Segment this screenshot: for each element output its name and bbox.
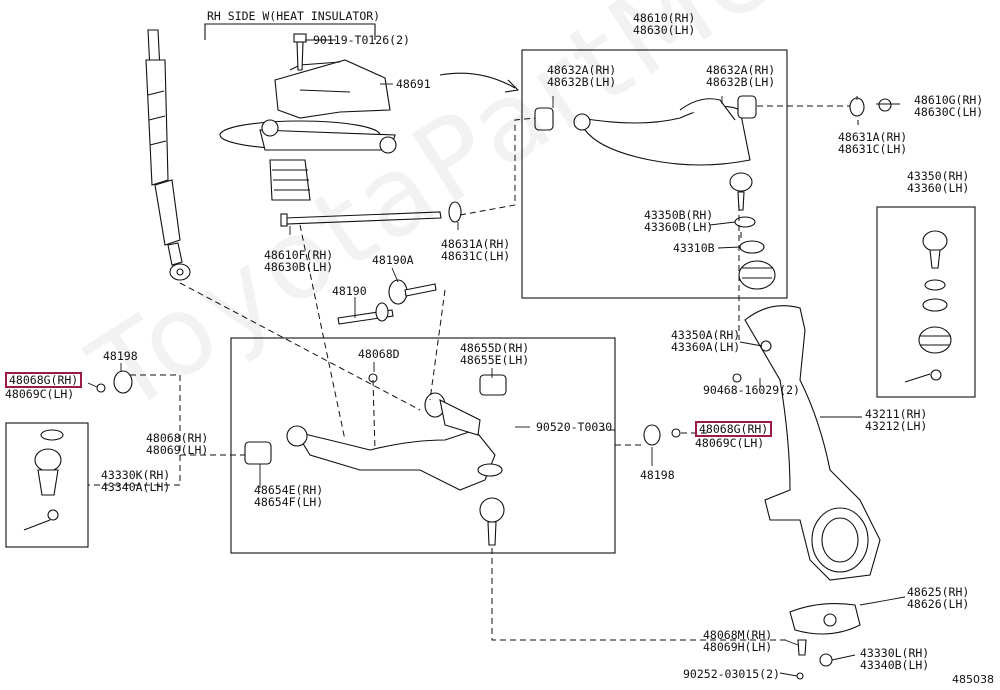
label-90119: 90119-T0126(2) [313, 33, 410, 47]
label-48631a-right: 48631A(RH)48631C(LH) [838, 130, 908, 156]
heat-insulator-group [219, 33, 397, 201]
label-48625: 48625(RH)48626(LH) [907, 585, 970, 611]
note-bracket [204, 23, 376, 40]
highlight-48068g-right[interactable]: 48068G(RH) [695, 421, 773, 437]
dashed-connectors [88, 105, 859, 641]
label-43330l: 43330L(RH)43340B(LH) [860, 646, 930, 672]
label-43350a: 43350A(RH)43360A(LH) [671, 328, 741, 354]
right-ball-joint-parts [904, 230, 952, 383]
label-48655d: 48655D(RH)48655E(LH) [460, 341, 530, 367]
label-48654e: 48654E(RH)48654F(LH) [254, 483, 324, 509]
upper-arm-box [521, 49, 788, 299]
label-48190a: 48190A [372, 253, 414, 267]
label-43211: 43211(RH)43212(LH) [865, 407, 928, 433]
label-48068m: 48068M(RH)48069H(LH) [703, 628, 773, 654]
label-48198-left: 48198 [103, 349, 138, 363]
lower-control-arm [244, 373, 507, 546]
label-48190: 48190 [332, 284, 367, 298]
label-90468: 90468-16029(2) [703, 383, 800, 397]
label-43310b: 43310B [673, 241, 715, 255]
label-48068g-left: 48068G(RH)48069C(LH) [5, 372, 83, 400]
diagram-number: 485038 [952, 673, 994, 686]
steering-knuckle [643, 305, 881, 680]
label-48198-right: 48198 [640, 468, 675, 482]
leader-lines [87, 39, 906, 677]
label-90520: 90520-T0030 [536, 420, 613, 434]
label-48691: 48691 [396, 77, 431, 91]
highlight-48068g-left[interactable]: 48068G(RH) [5, 372, 83, 388]
label-48610: 48610(RH)48630(LH) [633, 11, 696, 37]
label-48068g-right: 48068G(RH)48069C(LH) [695, 421, 773, 449]
label-48632a-right: 48632A(RH)48632B(LH) [706, 63, 776, 89]
shock-absorber [145, 29, 191, 281]
label-48610f: 48610F(RH)48630B(LH) [264, 248, 334, 274]
label-48068: 48068(RH)48069(LH) [146, 431, 209, 457]
label-90252: 90252-03015(2) [683, 667, 780, 681]
callout-arrow [439, 72, 516, 89]
label-48068d: 48068D [358, 347, 400, 361]
label-43330k: 43330K(RH)43340A(LH) [101, 468, 171, 494]
label-48631a-mid: 48631A(RH)48631C(LH) [441, 237, 511, 263]
label-43350-box: 43350(RH)43360(LH) [907, 169, 970, 195]
upper-control-arm [534, 95, 892, 290]
note-heat-insulator: RH SIDE W(HEAT INSULATOR) [207, 9, 381, 23]
label-43350b: 43350B(RH)43360B(LH) [644, 208, 714, 234]
label-48632a-left: 48632A(RH)48632B(LH) [547, 63, 617, 89]
upper-arm-bolt [280, 201, 462, 227]
cam-bolt [337, 279, 437, 325]
ball-joint-box-right [876, 206, 976, 398]
left-ball-joint-parts [23, 370, 133, 531]
label-48610g: 48610G(RH)48630C(LH) [914, 93, 984, 119]
